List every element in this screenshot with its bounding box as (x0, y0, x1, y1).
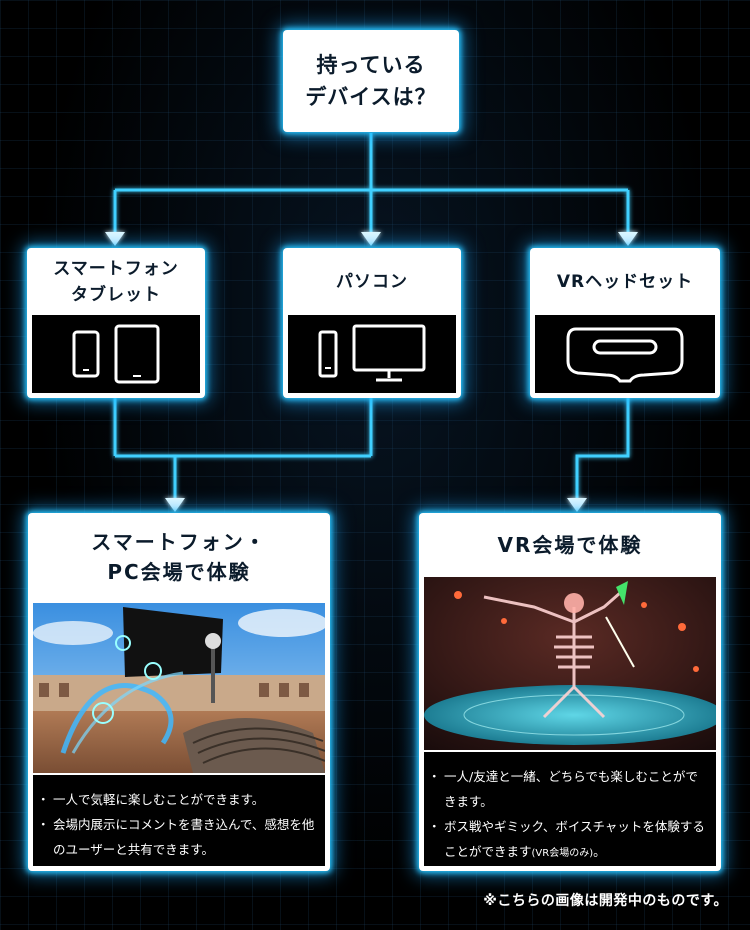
result-2-item-2-text: ボス戦やギミック、ボイスチャットを体験することができます (444, 819, 705, 859)
device-box-smartphone-tablet: スマートフォン タブレット (27, 248, 205, 398)
question-line-2: デバイスは？ (305, 85, 437, 109)
question-line-1: 持っている (316, 53, 426, 77)
result-box-smartphone-pc: スマートフォン・ PC会場で体験 (28, 513, 330, 871)
pc-tower-icon (318, 330, 338, 378)
vr-venue-screenshot-image (424, 577, 716, 750)
device-3-icon-area (535, 315, 715, 393)
device-box-pc: パソコン (283, 248, 461, 398)
arrowhead-device-3 (618, 232, 638, 246)
result-2-item-1: 一人/友達と一緒、どちらでも楽しむことができます。 (428, 764, 710, 814)
result-1-description: 一人で気軽に楽しむことができます。 会場内展示にコメントを書き込んで、感想を他の… (33, 775, 325, 866)
result-2-item-2-note: (VR会場のみ) (531, 848, 594, 859)
connector-device3-down (575, 398, 630, 500)
result-2-item-2-end: 。 (593, 844, 606, 859)
result-2-item-2: ボス戦やギミック、ボイスチャットを体験することができます(VR会場のみ)。 (428, 814, 710, 866)
arrowhead-device-1 (105, 232, 125, 246)
result-2-description: 一人/友達と一緒、どちらでも楽しむことができます。 ボス戦やギミック、ボイスチャ… (424, 752, 716, 866)
device-1-icon-area (32, 315, 200, 393)
result-box-vr: VR会場で体験 (419, 513, 721, 871)
pc-venue-screenshot-image (33, 603, 325, 773)
result-1-line-2: PC会場で体験 (107, 560, 251, 584)
device-2-icon-area (288, 315, 456, 393)
tablet-icon (114, 324, 160, 384)
device-1-line-1: スマートフォン (53, 258, 179, 279)
device-3-line-1: VRヘッドセット (556, 271, 694, 292)
monitor-icon (352, 324, 426, 382)
question-box: 持っている デバイスは？ (283, 30, 459, 132)
pc-venue-scene (33, 603, 325, 773)
development-image-note: ※こちらの画像は開発中のものです。 (483, 893, 728, 909)
arrowhead-device-2 (361, 232, 381, 246)
result-1-item-2: 会場内展示にコメントを書き込んで、感想を他のユーザーと共有できます。 (37, 812, 319, 862)
smartphone-icon (72, 330, 100, 378)
device-2-line-1: パソコン (336, 271, 408, 292)
result-2-line-1: VR会場で体験 (497, 533, 643, 557)
result-1-line-1: スマートフォン・ (91, 530, 267, 554)
device-box-vr-headset: VRヘッドセット (530, 248, 720, 398)
arrowhead-result-2 (567, 498, 587, 512)
arrowhead-result-1 (165, 498, 185, 512)
result-1-item-1: 一人で気軽に楽しむことができます。 (37, 787, 319, 812)
vr-headset-icon (566, 327, 684, 383)
vr-venue-scene (424, 577, 716, 750)
device-1-line-2: タブレット (71, 284, 161, 305)
